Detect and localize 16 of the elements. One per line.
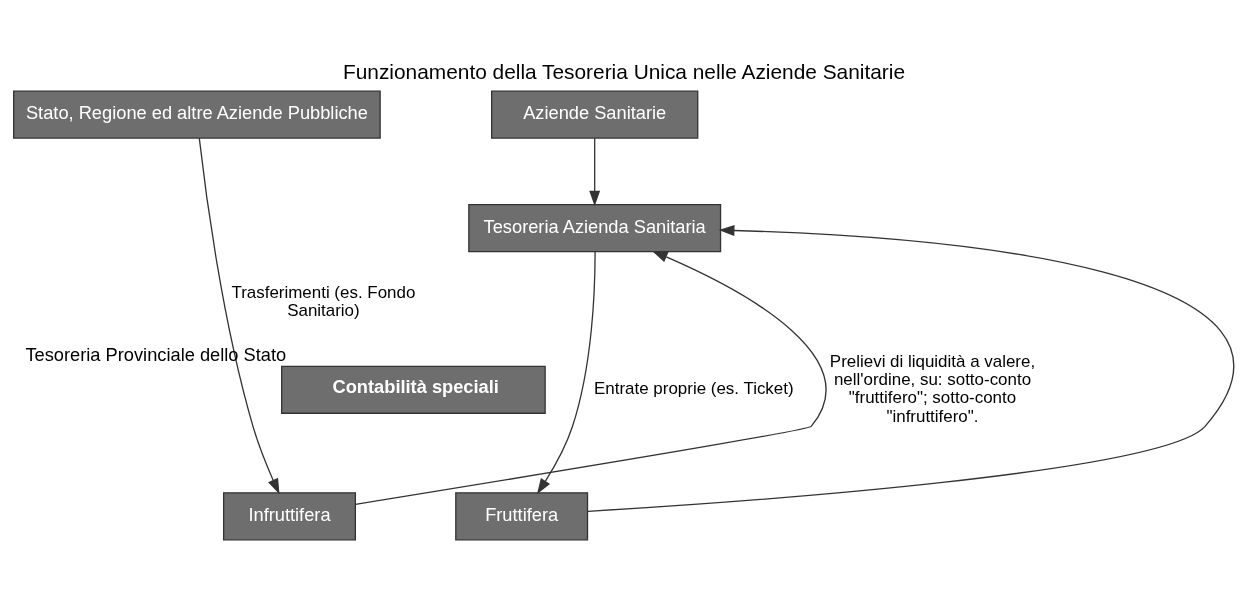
edge-label: Trasferimenti (es. Fondo Sanitario) [231, 282, 416, 320]
arrow [354, 250, 827, 505]
arrow [589, 137, 601, 207]
arrow [587, 225, 1234, 512]
diagram-title: Funzionamento della Tesoreria Unica nelle Aziende Sanitarie [342, 60, 906, 84]
node-box: Fruttifera [455, 492, 589, 541]
node-box: Aziende Sanitarie [491, 90, 699, 139]
node-box: Infruttifera [223, 492, 356, 541]
node-box: Contabilità speciali [281, 365, 546, 414]
edge-label: Entrate proprie (es. Ticket) [594, 379, 794, 399]
node-label: Tesoreria Provinciale dello Stato [25, 344, 287, 366]
edge-label: Prelievi di liquidità a valere, nell'ordine, su: sotto-conto "fruttifero"; sotto-conto "infruttifero". [829, 351, 1036, 426]
node-box: Tesoreria Azienda Sanitaria [468, 203, 722, 253]
node-box: Stato, Regione ed altre Aziende Pubbliche [13, 90, 381, 139]
arrow [198, 137, 280, 495]
arrow [536, 251, 596, 495]
